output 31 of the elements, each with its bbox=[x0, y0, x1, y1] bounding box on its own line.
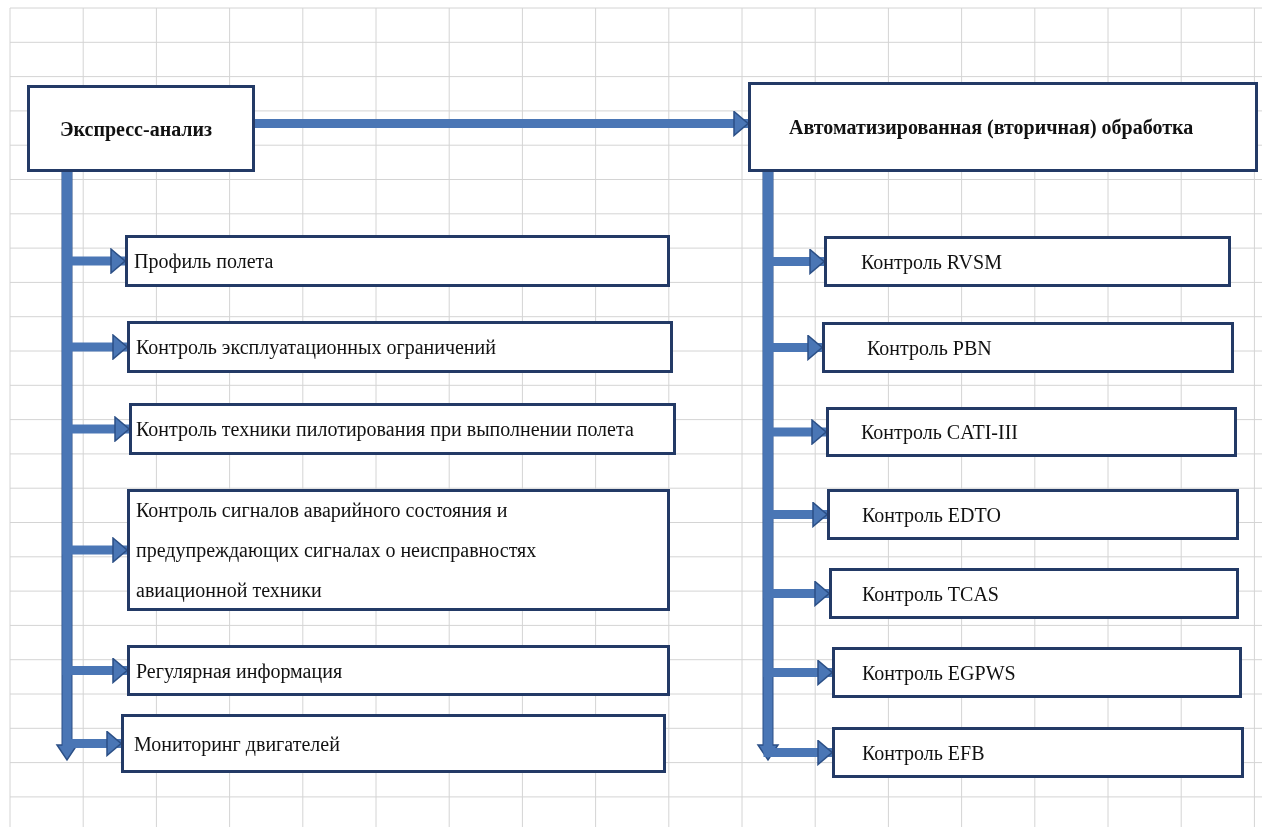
box-label: Экспресс-анализ bbox=[60, 116, 213, 143]
box-label: Контроль EDTO bbox=[862, 502, 1001, 529]
box-label: Контроль сигналов аварийного состояния и предупреждающих сигналах о неисправностях авиационной техники bbox=[136, 498, 538, 604]
process-box bbox=[829, 568, 1239, 619]
box-label: Автоматизированная (вторичная) обработка bbox=[789, 115, 1194, 141]
box-label: Контроль EFB bbox=[862, 740, 985, 767]
box-label: Контроль техники пилотирования при выполнении полета bbox=[136, 417, 634, 443]
process-box bbox=[125, 235, 670, 287]
process-box bbox=[129, 403, 676, 455]
box-label: Мониторинг двигателей bbox=[134, 731, 340, 758]
process-box bbox=[826, 407, 1237, 457]
arrow bbox=[255, 110, 749, 137]
heading-box bbox=[748, 82, 1258, 172]
process-box bbox=[832, 647, 1242, 698]
process-box bbox=[824, 236, 1231, 287]
box-label: Контроль RVSM bbox=[861, 249, 1002, 276]
box-label: Контроль PBN bbox=[867, 335, 992, 362]
box-label: Контроль EGPWS bbox=[862, 660, 1016, 687]
box-label: Профиль полета bbox=[134, 249, 274, 275]
process-box bbox=[832, 727, 1244, 778]
box-label: Регулярная информация bbox=[136, 658, 343, 685]
process-box bbox=[127, 489, 670, 611]
box-label: Контроль CATI-III bbox=[861, 420, 1018, 446]
box-label: Контроль TCAS bbox=[862, 581, 999, 608]
heading-box bbox=[27, 85, 255, 172]
process-box bbox=[127, 321, 673, 373]
process-box bbox=[121, 714, 666, 773]
process-box bbox=[822, 322, 1234, 373]
box-label: Контроль эксплуатационных ограничений bbox=[136, 335, 496, 361]
process-box bbox=[127, 645, 670, 696]
process-box bbox=[827, 489, 1239, 540]
